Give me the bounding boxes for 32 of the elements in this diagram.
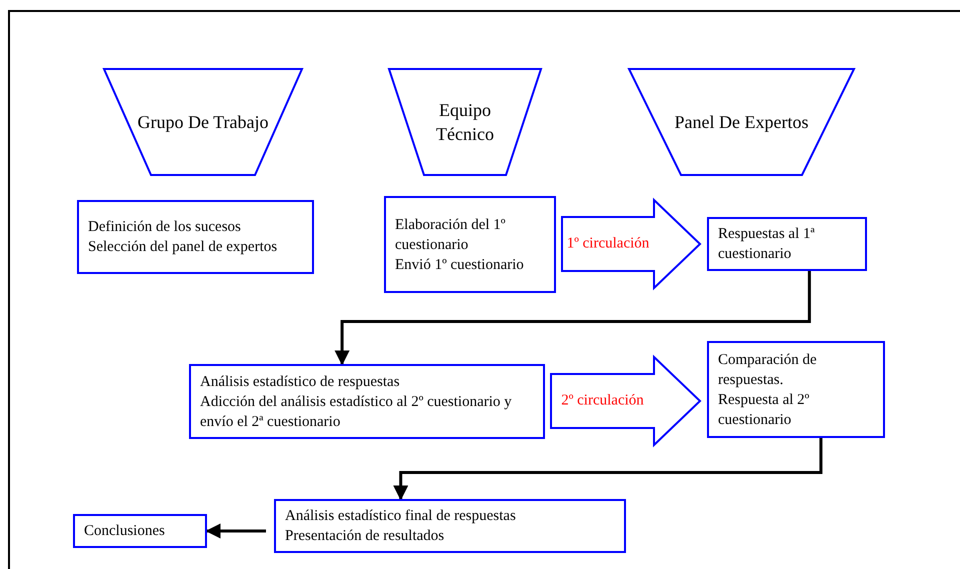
- node-text: Panel De Expertos: [674, 111, 808, 134]
- edge-label: 2º circulación: [561, 392, 644, 410]
- process-box: [707, 217, 867, 271]
- node-text: Adicción del análisis estadístico al 2º cuestionario y envío el 2ª cuestionario: [200, 392, 513, 432]
- process-box: [384, 196, 556, 293]
- node-text: Presentación de resultados: [285, 527, 444, 546]
- node-text: Comparación de respuestas.: [718, 350, 818, 390]
- node-text: Respuestas al 1ª cuestionario: [718, 225, 816, 264]
- process-box: [189, 364, 545, 439]
- arrow: [334, 271, 811, 366]
- process-box: [73, 514, 207, 548]
- process-box: [274, 499, 626, 553]
- process-box: [707, 341, 885, 438]
- node-text: Definición de los sucesos: [88, 218, 241, 237]
- node-text: Conclusiones: [84, 522, 165, 541]
- node-text: Grupo De Trabajo: [138, 111, 268, 134]
- block-arrow: [550, 354, 702, 448]
- node-text: Análisis estadístico final de respuestas: [285, 507, 516, 526]
- arrow: [393, 438, 822, 500]
- node-text: Análisis estadístico de respuestas: [200, 372, 400, 392]
- trapezoid-node: [388, 68, 542, 176]
- edge-label: 1º circulación: [566, 236, 650, 252]
- node-text: Selección del panel de expertos: [88, 238, 278, 257]
- process-box: [77, 200, 314, 274]
- trapezoid-node: [628, 68, 855, 176]
- arrow: [206, 524, 266, 538]
- node-text: Respuesta al 2º cuestionario: [718, 390, 810, 430]
- node-text: Elaboración del 1º cuestionario: [395, 216, 506, 254]
- node-text: Envió 1º cuestionario: [395, 256, 524, 274]
- node-text: Equipo Técnico: [435, 99, 495, 146]
- block-arrow: [561, 198, 702, 290]
- trapezoid-node: [103, 68, 303, 176]
